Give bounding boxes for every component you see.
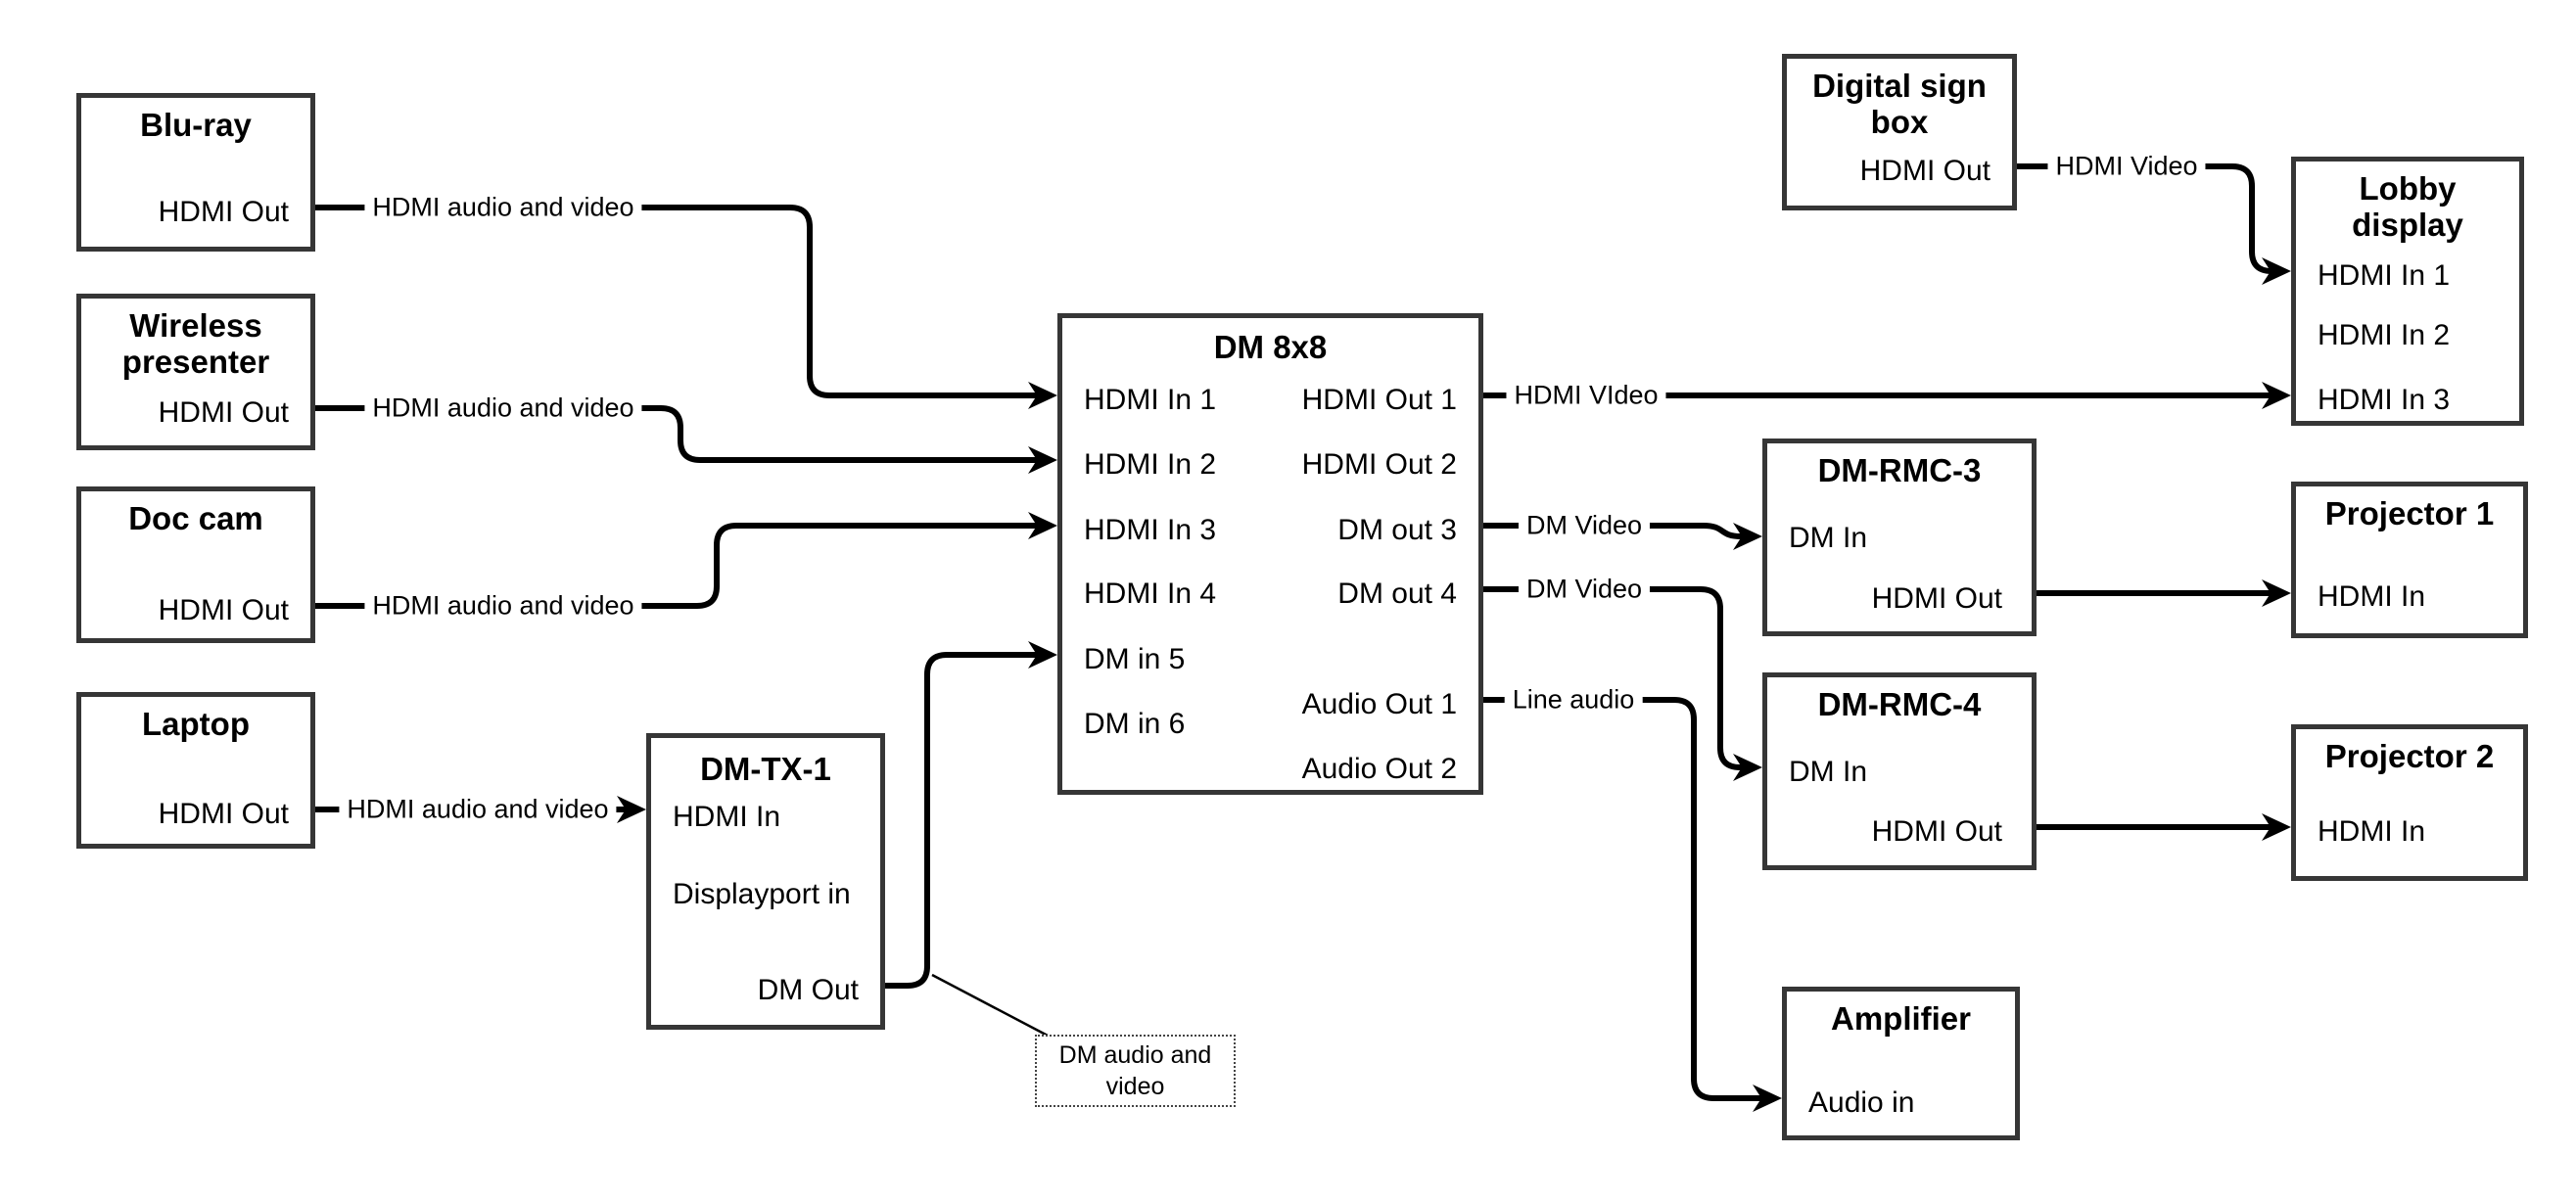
connection-label-wireless: HDMI audio and video [364, 393, 642, 424]
connection-line-doccam-dm8x8 [315, 523, 1040, 609]
node-dm-tx-1: DM-TX-1 HDMI In Displayport in DM Out [646, 733, 885, 1030]
node-title: DM-RMC-3 [1817, 452, 1982, 488]
arrowhead-dm8x8-in5 [1028, 641, 1057, 669]
node-title: DM-TX-1 [700, 751, 831, 787]
node-title: Wireless presenter [121, 307, 270, 380]
port-dmtx1-hdmi-in: HDMI In [673, 801, 781, 833]
port-amp-audio-in: Audio in [1808, 1086, 1915, 1119]
port-doccam-hdmi-out: HDMI Out [158, 594, 289, 626]
port-laptop-hdmi-out: HDMI Out [158, 798, 289, 830]
node-title: Lobby display [2352, 170, 2463, 243]
connection-label-sign: HDMI Video [2047, 151, 2206, 182]
node-amplifier: Amplifier Audio in [1782, 987, 2020, 1140]
port-dm8x8-hdmi-in-1: HDMI In 1 [1084, 384, 1217, 416]
node-dm-rmc-4: DM-RMC-4 DM In HDMI Out [1762, 672, 2037, 870]
port-dmrmc4-dm-in: DM In [1789, 756, 1868, 788]
port-dm8x8-hdmi-in-3: HDMI In 3 [1084, 514, 1217, 546]
node-title: Projector 1 [2324, 495, 2495, 531]
node-bluray: Blu-ray HDMI Out [76, 93, 315, 252]
arrowhead-dm8x8-in3 [1028, 512, 1057, 539]
node-doc-cam: Doc cam HDMI Out [76, 486, 315, 643]
connection-label-dm-out-3: DM Video [1518, 510, 1651, 541]
port-dmrmc3-dm-in: DM In [1789, 522, 1868, 554]
connection-label-audio-out-1: Line audio [1504, 684, 1643, 716]
arrowhead-dm8x8-in2 [1028, 446, 1057, 474]
port-dmtx1-displayport-in: Displayport in [673, 878, 851, 910]
connection-line-dm8x8-dmrmc3 [1483, 523, 1745, 539]
node-title: Digital sign box [1812, 68, 1987, 140]
port-dmrmc4-hdmi-out: HDMI Out [1871, 815, 2002, 848]
connection-label-hdmi-out-1: HDMI VIdeo [1506, 380, 1666, 411]
port-dm8x8-dm-in-6: DM in 6 [1084, 708, 1186, 740]
arrowhead-dm8x8-in1 [1028, 382, 1057, 409]
node-title: Doc cam [128, 500, 263, 536]
port-dm8x8-hdmi-in-2: HDMI In 2 [1084, 448, 1217, 481]
port-dm8x8-hdmi-out-1: HDMI Out 1 [1301, 384, 1457, 416]
port-dmtx1-dm-out: DM Out [757, 974, 859, 1006]
connection-label-doccam: HDMI audio and video [364, 590, 642, 622]
arrowhead-lobby-in3 [2262, 382, 2291, 409]
port-lobby-hdmi-in-1: HDMI In 1 [2318, 259, 2451, 292]
arrowhead-dmrmc3-in [1733, 523, 1762, 550]
port-dm8x8-hdmi-in-4: HDMI In 4 [1084, 577, 1217, 610]
node-title: DM-RMC-4 [1817, 686, 1982, 722]
port-lobby-hdmi-in-3: HDMI In 3 [2318, 384, 2451, 416]
connection-line-wireless-dm8x8 [315, 405, 1040, 463]
connection-label-laptop: HDMI audio and video [339, 794, 617, 825]
port-lobby-hdmi-in-2: HDMI In 2 [2318, 319, 2451, 351]
port-sign-hdmi-out: HDMI Out [1859, 155, 1991, 187]
port-dm8x8-dm-in-5: DM in 5 [1084, 643, 1186, 675]
arrowhead-lobby-in1 [2262, 257, 2291, 285]
node-title: DM 8x8 [1213, 329, 1328, 365]
callout-text: DM audio and video [1058, 1040, 1212, 1101]
port-dm8x8-audio-out-1: Audio Out 1 [1301, 688, 1457, 720]
port-bluray-hdmi-out: HDMI Out [158, 196, 289, 228]
port-dm8x8-audio-out-2: Audio Out 2 [1301, 753, 1457, 785]
node-dm-8x8: DM 8x8 HDMI In 1 HDMI In 2 HDMI In 3 HDM… [1057, 313, 1483, 795]
connection-label-dm-out-4: DM Video [1518, 574, 1651, 605]
connection-line-dmtx1-dm8x8 [885, 652, 1040, 989]
node-dm-rmc-3: DM-RMC-3 DM In HDMI Out [1762, 439, 2037, 636]
port-proj1-hdmi-in: HDMI In [2318, 580, 2426, 613]
node-title: Laptop [142, 706, 250, 742]
port-proj2-hdmi-in: HDMI In [2318, 815, 2426, 848]
node-projector-1: Projector 1 HDMI In [2291, 482, 2528, 638]
node-title: Blu-ray [140, 107, 252, 143]
node-lobby-display: Lobby display HDMI In 1 HDMI In 2 HDMI I… [2291, 157, 2524, 426]
connection-line-sign-lobby [2017, 163, 2273, 274]
port-dm8x8-dm-out-3: DM out 3 [1337, 514, 1457, 546]
arrowhead-amp-in [1753, 1085, 1782, 1112]
connection-line-bluray-dm8x8 [315, 205, 1040, 398]
callout-dm-audio-and-video: DM audio and video [1035, 1035, 1236, 1107]
node-wireless-presenter: Wireless presenter HDMI Out [76, 294, 315, 450]
arrowhead-proj2-in [2262, 813, 2291, 841]
port-dm8x8-hdmi-out-2: HDMI Out 2 [1301, 448, 1457, 481]
port-wireless-hdmi-out: HDMI Out [158, 396, 289, 429]
node-digital-sign-box: Digital sign box HDMI Out [1782, 54, 2017, 210]
node-title: Amplifier [1830, 1000, 1972, 1037]
callout-leader-line [931, 973, 1049, 1038]
arrowhead-proj1-in [2262, 579, 2291, 607]
node-laptop: Laptop HDMI Out [76, 692, 315, 849]
arrowhead-dmtx1-in [617, 796, 646, 823]
port-dmrmc3-hdmi-out: HDMI Out [1871, 582, 2002, 615]
port-dm8x8-dm-out-4: DM out 4 [1337, 577, 1457, 610]
connection-label-bluray: HDMI audio and video [364, 192, 642, 223]
connection-line-dm8x8-amp [1483, 697, 1764, 1101]
connection-line-dm8x8-dmrmc4 [1483, 586, 1745, 770]
node-projector-2: Projector 2 HDMI In [2291, 724, 2528, 881]
arrowhead-dmrmc4-in [1733, 754, 1762, 781]
node-title: Projector 2 [2324, 738, 2495, 774]
